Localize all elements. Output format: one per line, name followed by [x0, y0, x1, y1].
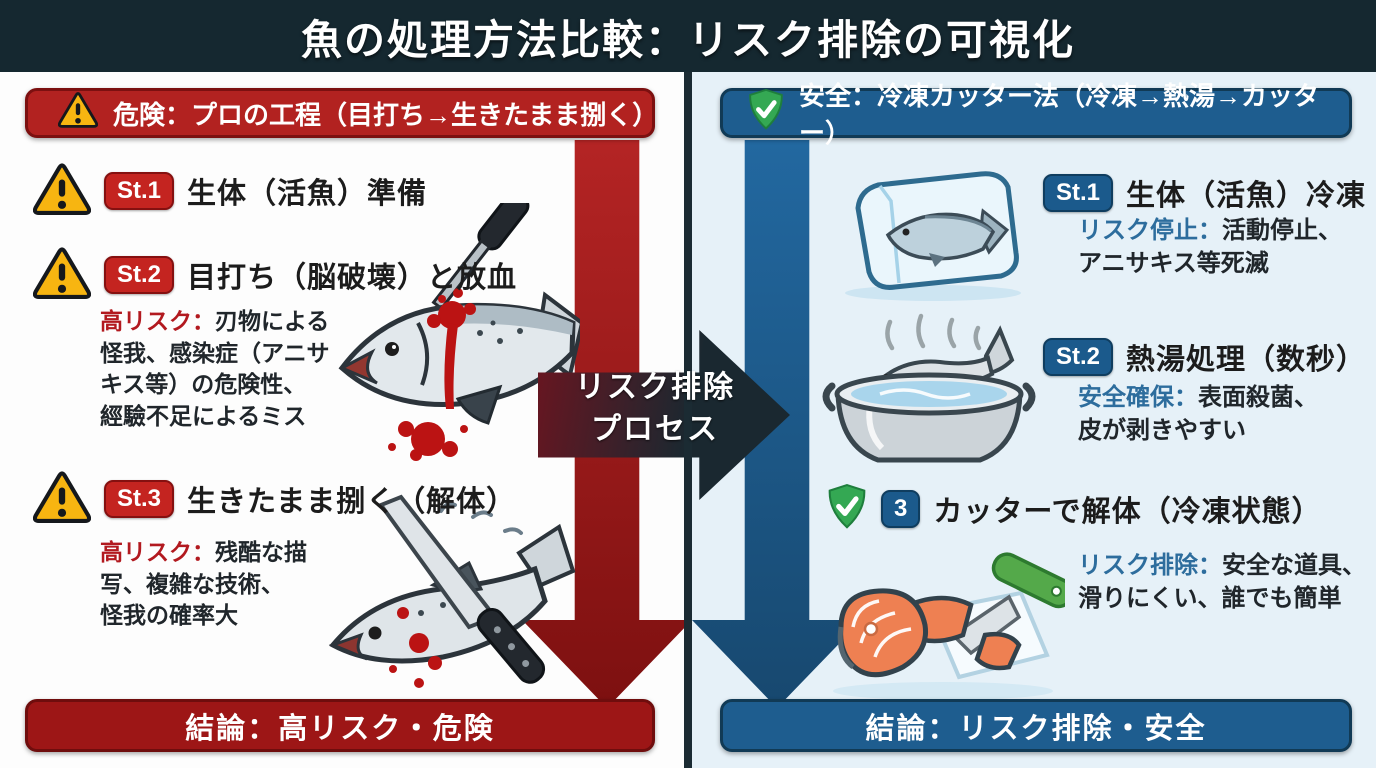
page-title: 魚の処理方法比較：リスク排除の可視化	[301, 17, 1075, 63]
warning-triangle-icon	[32, 470, 92, 528]
warning-triangle-icon	[57, 91, 99, 135]
fish-pierced-by-spike-illustration	[330, 191, 585, 480]
danger-step-3-risk-note: 高リスク：残酷な描 写、複雑な技術、 怪我の確率大	[100, 537, 355, 632]
step-title: 生きたまま捌く（解体）	[187, 486, 517, 518]
step-badge: St.2	[104, 256, 175, 294]
safe-note-text: 表面殺菌、 皮が剥きやすい	[1078, 384, 1318, 445]
step-badge: St.2	[1043, 338, 1114, 376]
fish-in-boiling-pot-illustration	[818, 312, 1040, 479]
safe-note-label: 安全確保：	[1078, 384, 1198, 411]
safe-header-label: 安全：冷凍カッター法（冷凍→熱湯→カッター）	[799, 81, 1320, 148]
panel-divider	[684, 72, 692, 768]
center-arrow-label: リスク排除 プロセス	[541, 367, 769, 451]
safe-step-2: St.2 熱湯処理（数秒）	[1043, 336, 1366, 378]
safe-step-1-note: リスク停止：活動停止、 アニサキス等死滅	[1078, 214, 1376, 280]
shield-check-icon	[747, 88, 785, 138]
step-title: 生体（活魚）冷凍	[1126, 180, 1367, 212]
safe-step-2-note: 安全確保：表面殺菌、 皮が剥きやすい	[1078, 381, 1376, 447]
frozen-salmon-cutter-illustration	[813, 535, 1074, 708]
risk-note-text: 刃物による 怪我、感染症（アニサ キス等）の危険性、 經驗不足によるミス	[100, 308, 330, 430]
safe-note-text: 安全な道具、 滑りにくい、誰でも簡単	[1078, 552, 1366, 613]
shield-check-icon	[826, 483, 868, 535]
danger-step-2: St.2 目打ち（脳破壊）と放血	[32, 246, 518, 304]
safe-step-1: St.1 生体（活魚）冷凍	[1043, 172, 1366, 214]
safe-note-label: リスク排除：	[1078, 552, 1222, 579]
danger-conclusion-label: 結論：高リスク・危険	[185, 712, 495, 745]
safe-step-3: 3 カッターで解体（冷凍状態）	[826, 483, 1322, 535]
fish-cut-alive-illustration	[323, 493, 581, 706]
danger-header-label: 危険：プロの工程（目打ち→生きたまま捌く）	[113, 99, 659, 130]
danger-header-banner: 危険：プロの工程（目打ち→生きたまま捌く）	[25, 88, 659, 138]
center-arrow-label-line2: プロセス	[591, 413, 719, 446]
step-badge: St.3	[104, 480, 175, 518]
center-arrow-label-line1: リスク排除	[575, 371, 735, 404]
fish-in-ice-cube-illustration	[833, 153, 1041, 310]
safe-conclusion-label: 結論：リスク排除・安全	[865, 712, 1207, 745]
step-title: カッターで解体（冷凍状態）	[933, 496, 1322, 528]
safe-step-3-note: リスク排除：安全な道具、 滑りにくい、誰でも簡単	[1078, 549, 1376, 615]
safe-note-text: 活動停止、 アニサキス等死滅	[1078, 217, 1342, 278]
title-bar: 魚の処理方法比較：リスク排除の可視化	[0, 0, 1376, 72]
step-title: 生体（活魚）準備	[187, 178, 428, 210]
danger-step-2-risk-note: 高リスク：刃物による 怪我、感染症（アニサ キス等）の危険性、 經驗不足によるミ…	[100, 306, 355, 433]
step-badge: 3	[881, 490, 921, 528]
danger-conclusion-banner: 結論：高リスク・危険	[25, 699, 655, 752]
safe-note-label: リスク停止：	[1078, 217, 1222, 244]
warning-triangle-icon	[32, 246, 92, 304]
step-badge: St.1	[1043, 174, 1114, 212]
step-title: 目打ち（脳破壊）と放血	[187, 262, 518, 294]
safe-conclusion-banner: 結論：リスク排除・安全	[720, 699, 1352, 752]
danger-step-3: St.3 生きたまま捌く（解体）	[32, 470, 517, 528]
risk-note-text: 残酷な描 写、複雑な技術、 怪我の確率大	[100, 539, 307, 629]
safe-header-banner: 安全：冷凍カッター法（冷凍→熱湯→カッター）	[720, 81, 1352, 148]
step-badge: St.1	[104, 172, 175, 210]
risk-note-label: 高リスク：	[100, 539, 215, 565]
warning-triangle-icon	[32, 162, 92, 220]
risk-note-label: 高リスク：	[100, 308, 215, 334]
step-title: 熱湯処理（数秒）	[1126, 344, 1367, 376]
danger-step-1: St.1 生体（活魚）準備	[32, 162, 428, 220]
